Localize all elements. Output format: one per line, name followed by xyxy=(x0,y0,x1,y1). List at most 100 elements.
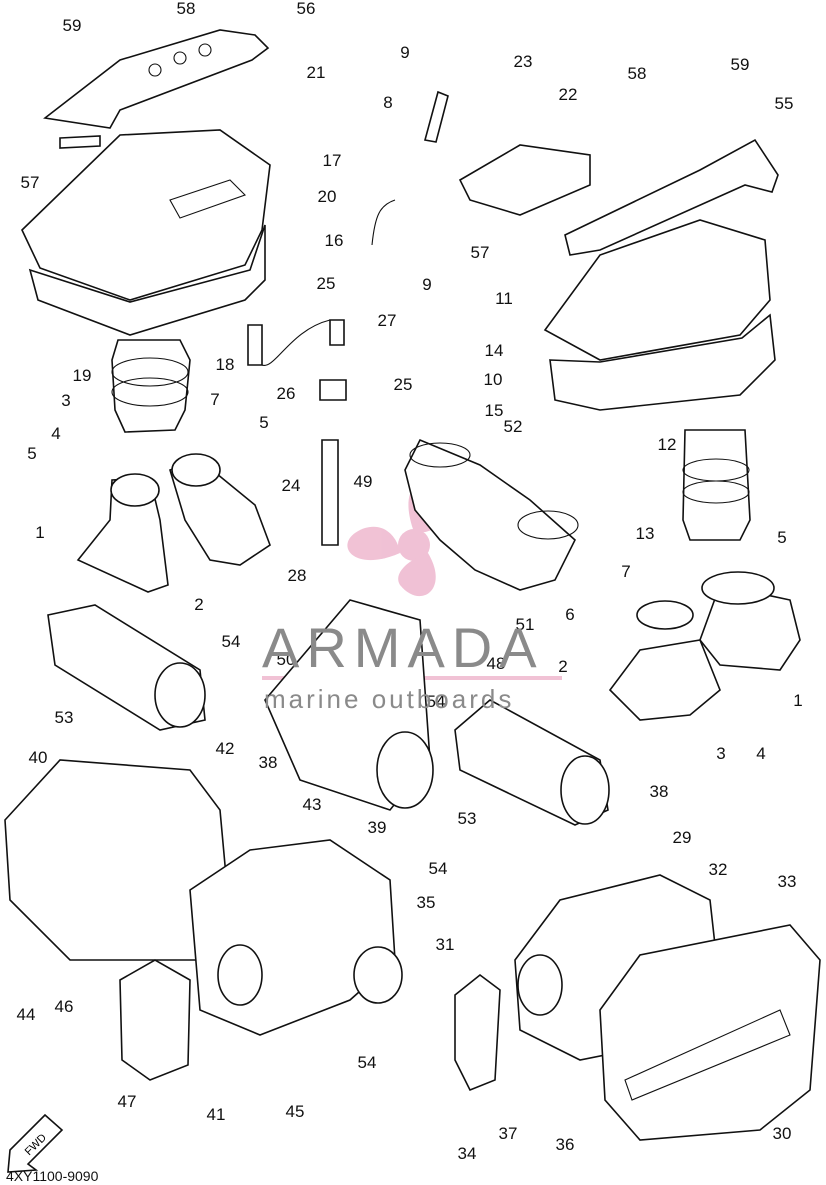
callout-label: 25 xyxy=(394,375,413,394)
callout-label: 1 xyxy=(793,691,802,710)
callout-label: 57 xyxy=(21,173,40,192)
right-air-box-group xyxy=(458,138,779,541)
callout-label: 13 xyxy=(636,524,655,543)
callout-label: 24 xyxy=(282,476,301,495)
callout-label: 34 xyxy=(458,1144,477,1163)
callout-label: 3 xyxy=(716,744,725,763)
right-bracket-55 xyxy=(564,138,779,256)
callout-label: 23 xyxy=(514,52,533,71)
callout-label: 54 xyxy=(358,1053,377,1072)
callout-label: 1 xyxy=(35,523,44,542)
right-boot-12 xyxy=(682,429,751,541)
callout-label: 47 xyxy=(118,1092,137,1111)
callout-label: 20 xyxy=(318,187,337,206)
callout-label: 36 xyxy=(556,1135,575,1154)
right-intake-set xyxy=(608,571,801,721)
bracket-31 xyxy=(454,973,501,1092)
callout-label: 40 xyxy=(29,748,48,767)
callout-label: 7 xyxy=(210,390,219,409)
callout-label: 58 xyxy=(628,64,647,83)
callout-label: 11 xyxy=(495,289,513,308)
callout-label: 44 xyxy=(17,1005,36,1024)
callout-label: 37 xyxy=(499,1124,518,1143)
callout-label: 3 xyxy=(61,391,70,410)
callout-label: 2 xyxy=(194,595,203,614)
callout-label: 33 xyxy=(778,872,797,891)
left-box-base-16 xyxy=(28,224,266,336)
callout-label: 54 xyxy=(429,859,448,878)
lower-right-air-box xyxy=(454,874,821,1141)
callout-label: 15 xyxy=(485,401,504,420)
callout-label: 12 xyxy=(658,435,677,454)
right-box-base-14 xyxy=(549,313,776,411)
callout-label: 52 xyxy=(504,417,523,436)
callout-label: 5 xyxy=(777,528,786,547)
left-bracket-56 xyxy=(43,29,270,129)
watermark-tagline: marine outboards xyxy=(264,684,515,714)
callout-label: 59 xyxy=(731,55,750,74)
callout-label: 28 xyxy=(288,566,307,585)
left-plate-57 xyxy=(59,135,101,149)
left-air-box-group xyxy=(21,29,271,433)
callout-label: 48 xyxy=(487,654,506,673)
breather-hoses xyxy=(247,90,449,546)
callout-label: 7 xyxy=(621,562,630,581)
callout-label: 50 xyxy=(277,650,296,669)
callout-label: 32 xyxy=(709,860,728,879)
callout-label: 38 xyxy=(650,782,669,801)
callout-label: 9 xyxy=(400,43,409,62)
right-box-cover-11 xyxy=(543,219,771,361)
left-intake-set xyxy=(76,453,271,593)
callout-label: 43 xyxy=(303,795,322,814)
callout-label: 53 xyxy=(55,708,74,727)
callout-label: 26 xyxy=(277,384,296,403)
callout-label: 54 xyxy=(222,632,241,651)
right-bracket-22 xyxy=(458,144,591,216)
callout-label: 10 xyxy=(484,370,503,389)
callout-label: 18 xyxy=(216,355,235,374)
callout-label: 59 xyxy=(63,16,82,35)
callout-label: 4 xyxy=(51,424,60,443)
cover-41 xyxy=(119,959,191,1081)
callout-label: 6 xyxy=(565,605,574,624)
callout-labels: 59 58 56 21 9 8 23 22 58 59 55 57 17 20 … xyxy=(17,0,803,1163)
callout-label: 55 xyxy=(775,94,794,113)
callout-label: 14 xyxy=(485,341,504,360)
callout-label: 17 xyxy=(323,151,342,170)
callout-label: 16 xyxy=(325,231,344,250)
callout-label: 57 xyxy=(471,243,490,262)
callout-label: 41 xyxy=(207,1105,226,1124)
callout-label: 45 xyxy=(286,1102,305,1121)
callout-label: 46 xyxy=(55,997,74,1016)
callout-label: 51 xyxy=(516,615,535,634)
callout-label: 30 xyxy=(773,1124,792,1143)
callout-label: 54 xyxy=(427,692,446,711)
callout-label: 56 xyxy=(297,0,316,18)
callout-label: 42 xyxy=(216,739,235,758)
callout-label: 25 xyxy=(317,274,336,293)
callout-label: 5 xyxy=(259,413,268,432)
cover-30 xyxy=(599,924,821,1141)
left-box-cover-17 xyxy=(21,129,271,301)
callout-label: 21 xyxy=(307,63,326,82)
lower-left-air-box xyxy=(4,759,403,1081)
callout-label: 49 xyxy=(354,472,373,491)
box-39 xyxy=(189,839,396,1036)
callout-label: 53 xyxy=(458,809,477,828)
callout-label: 8 xyxy=(383,93,392,112)
callout-label: 39 xyxy=(368,818,387,837)
callout-label: 29 xyxy=(673,828,692,847)
fwd-arrow-icon: FWD xyxy=(7,1113,64,1173)
callout-label: 35 xyxy=(417,893,436,912)
callout-label: 4 xyxy=(756,744,765,763)
callout-label: 38 xyxy=(259,753,278,772)
callout-label: 27 xyxy=(378,311,397,330)
callout-label: 22 xyxy=(559,85,578,104)
callout-label: 9 xyxy=(422,275,431,294)
callout-label: 19 xyxy=(73,366,92,385)
callout-label: 31 xyxy=(436,935,455,954)
callout-label: 5 xyxy=(27,444,36,463)
watermark-brand: ARMADA xyxy=(262,616,544,679)
center-intake-duct xyxy=(404,438,579,591)
